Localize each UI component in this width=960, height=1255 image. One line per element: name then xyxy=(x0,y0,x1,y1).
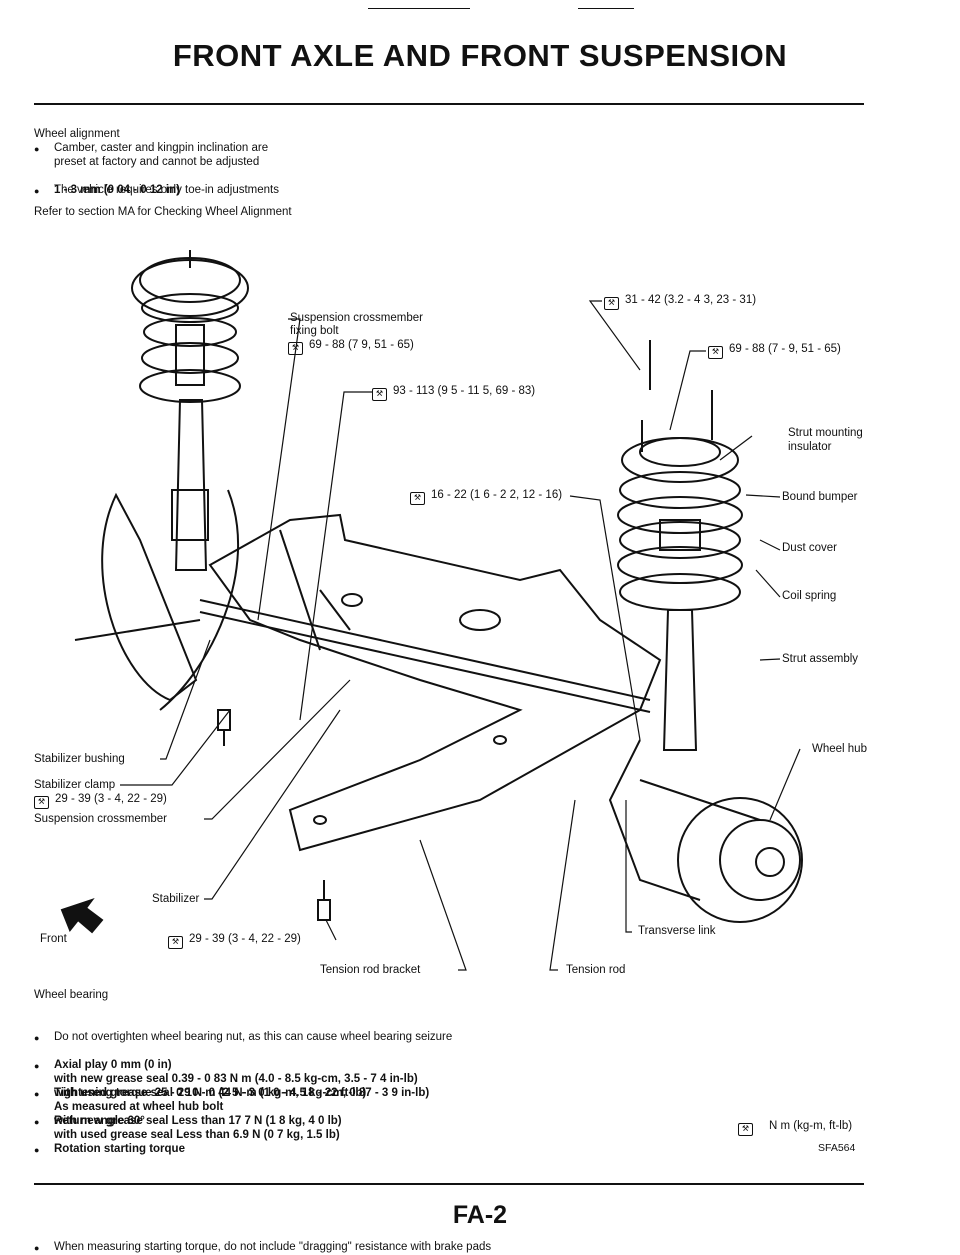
label-suspension-fixing-1: Suspension crossmember xyxy=(290,312,423,324)
torque-wrench-icon: ⚒ xyxy=(34,796,49,809)
right-strut-assembly xyxy=(608,340,803,923)
alignment-bullet-2: The vehicle requires only toe-in adjustm… xyxy=(34,183,960,198)
alignment-refer: Refer to section MA for Checking Wheel A… xyxy=(34,206,292,218)
label-transverse-link: Transverse link xyxy=(638,925,716,937)
figure-code: SFA564 xyxy=(818,1142,856,1154)
bearing-line-3: Tightening torque 25 - 29 N m (2 5 - 3 0… xyxy=(34,1086,960,1101)
leader-lines xyxy=(120,300,801,971)
label-suspension-fixing-torque: ⚒ 69 - 88 (7 9, 51 - 65) xyxy=(288,339,414,355)
page-number: FA-2 xyxy=(452,1201,508,1229)
bearing-line-9: with new grease seal Less than 17 7 N (1… xyxy=(54,1115,342,1127)
label-front: Front xyxy=(40,933,67,945)
label-stabilizer-bushing: Stabilizer bushing xyxy=(34,753,125,765)
label-torque-93: ⚒ 93 - 113 (9 5 - 11 5, 69 - 83) xyxy=(372,385,535,401)
left-strut-assembly xyxy=(101,250,249,711)
bearing-line-11: When measuring starting torque, do not i… xyxy=(34,1240,960,1255)
page-title: FRONT AXLE AND FRONT SUSPENSION xyxy=(172,38,788,73)
torque-wrench-icon: ⚒ xyxy=(168,936,183,949)
torque-value: 69 - 88 (7 9, 51 - 65) xyxy=(309,339,414,351)
label-strut-mount-1: Strut mounting xyxy=(788,427,863,439)
bearing-line-5: Rotation starting torque xyxy=(34,1142,960,1157)
label-clamp-torque: ⚒ 29 - 39 (3 - 4, 22 - 29) xyxy=(34,793,167,809)
torque-wrench-icon: ⚒ xyxy=(288,342,303,355)
label-tension-rod-bracket: Tension rod bracket xyxy=(320,964,421,976)
label-suspension-crossmember: Suspension crossmember xyxy=(34,813,167,825)
label-stabilizer: Stabilizer xyxy=(152,893,200,905)
crossmember-shape xyxy=(74,513,662,852)
alignment-heading: Wheel alignment xyxy=(34,128,120,140)
torque-wrench-icon: ⚒ xyxy=(738,1123,753,1136)
torque-value: 93 - 113 (9 5 - 11 5, 69 - 83) xyxy=(393,385,536,397)
bearing-heading: Wheel bearing xyxy=(34,989,109,1001)
torque-value: 31 - 42 (3.2 - 4 3, 23 - 31) xyxy=(625,294,757,306)
top-mark-right xyxy=(578,8,634,9)
label-dust-cover: Dust cover xyxy=(782,542,837,554)
label-strut-assembly: Strut assembly xyxy=(782,653,859,665)
legend-units-text: N m (kg-m, ft-lb) xyxy=(769,1120,853,1132)
bearing-line-8: As measured at wheel hub bolt xyxy=(54,1101,224,1113)
torque-value: 16 - 22 (1 6 - 2 2, 12 - 16) xyxy=(431,489,563,501)
top-mark-left xyxy=(368,8,470,9)
suspension-illustration xyxy=(60,250,803,971)
label-tension-rod: Tension rod xyxy=(566,964,626,976)
alignment-bullet-1: Camber, caster and kingpin inclination a… xyxy=(34,141,960,156)
legend-units: ⚒ N m (kg-m, ft-lb) xyxy=(738,1120,852,1136)
label-torque-16: ⚒ 16 - 22 (1 6 - 2 2, 12 - 16) xyxy=(410,489,562,505)
bearing-line-7: with used grease seal 0 10 - 0 44 N-m (1… xyxy=(54,1087,430,1099)
label-torque-31: ⚒ 31 - 42 (3.2 - 4 3, 23 - 31) xyxy=(604,294,756,310)
bearing-line-1: Do not overtighten wheel bearing nut, as… xyxy=(34,1030,960,1045)
alignment-bullet-1b: preset at factory and cannot be adjusted xyxy=(54,156,260,168)
bearing-line-2: Axial play 0 mm (0 in) xyxy=(34,1058,960,1073)
torque-value: 29 - 39 (3 - 4, 22 - 29) xyxy=(189,933,301,945)
torque-value: 69 - 88 (7 - 9, 51 - 65) xyxy=(729,343,841,355)
label-strut-mount-2: insulator xyxy=(788,441,832,453)
torque-wrench-icon: ⚒ xyxy=(604,297,619,310)
toe-in-value: 1 - 3 mm (0 04 - 0 12 in) xyxy=(54,184,180,196)
torque-value: 29 - 39 (3 - 4, 22 - 29) xyxy=(55,793,167,805)
footer-rule xyxy=(34,1183,864,1185)
label-coil-spring: Coil spring xyxy=(782,590,837,602)
torque-wrench-icon: ⚒ xyxy=(708,346,723,359)
torque-wrench-icon: ⚒ xyxy=(372,388,387,401)
bolt-drawings xyxy=(217,709,331,921)
header-rule xyxy=(34,103,864,105)
label-suspension-fixing-2: fixing bolt xyxy=(290,325,339,337)
label-bottom-torque: ⚒ 29 - 39 (3 - 4, 22 - 29) xyxy=(168,933,301,949)
bearing-line-10: with used grease seal Less than 6.9 N (0… xyxy=(54,1129,340,1141)
label-wheel-hub: Wheel hub xyxy=(812,743,867,755)
label-bound-bumper: Bound bumper xyxy=(782,491,858,503)
bearing-line-6: with new grease seal 0.39 - 0 83 N m (4.… xyxy=(54,1073,418,1085)
label-stabilizer-clamp: Stabilizer clamp xyxy=(34,779,116,791)
label-torque-69-right: ⚒ 69 - 88 (7 - 9, 51 - 65) xyxy=(708,343,841,359)
bearing-line-4: Return angle 60° xyxy=(34,1114,960,1129)
front-arrow-icon xyxy=(60,898,104,934)
torque-wrench-icon: ⚒ xyxy=(410,492,425,505)
